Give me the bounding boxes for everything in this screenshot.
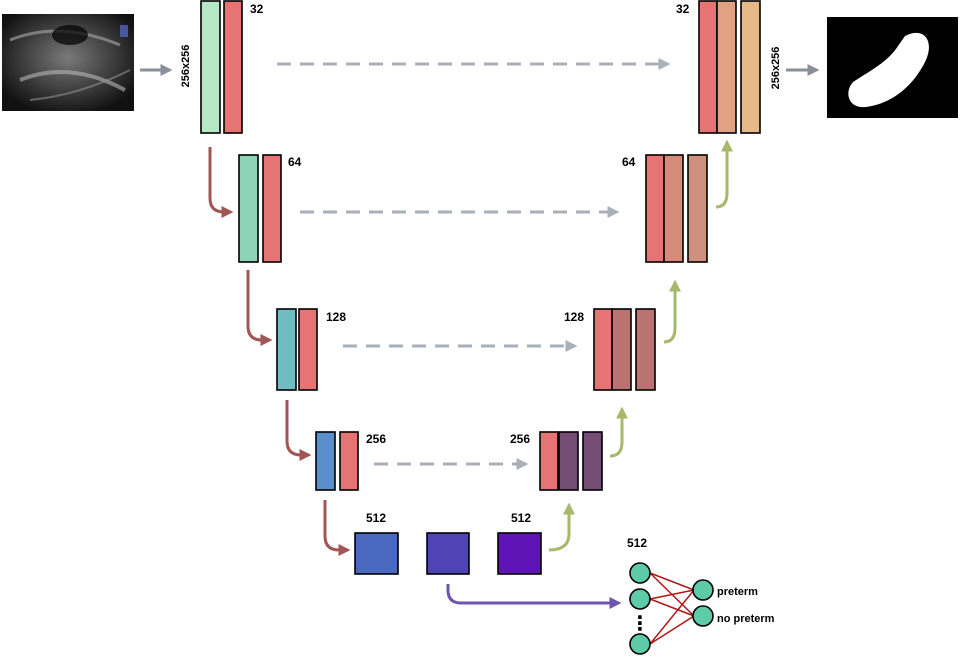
bottleneck-block-3 — [497, 532, 542, 575]
output-size-label: 256x256 — [770, 47, 782, 90]
dec4-skip-block — [539, 431, 559, 491]
input-image — [2, 14, 134, 111]
downsample-arrow-4 — [323, 500, 351, 556]
upsample-arrow-2 — [663, 279, 681, 344]
dec1-up-block — [716, 0, 737, 134]
bottleneck-left-channels: 512 — [366, 511, 386, 525]
dec3-up-block — [611, 308, 632, 391]
output-node-preterm — [692, 579, 714, 601]
enc3-out-block — [298, 308, 318, 391]
dec3-channels: 128 — [564, 310, 584, 324]
enc1-conv-block — [200, 0, 221, 134]
dec2-conv-block — [687, 154, 708, 263]
bottleneck-right-channels: 512 — [511, 511, 531, 525]
dec4-channels: 256 — [510, 432, 530, 446]
enc3-channels: 128 — [326, 310, 346, 324]
dec2-skip-block — [645, 154, 665, 263]
bottleneck-block-1 — [354, 532, 399, 575]
input-node-2 — [629, 588, 651, 610]
input-node-1 — [629, 562, 651, 584]
upsample-arrow-3 — [609, 406, 628, 458]
output-mask-image — [827, 17, 958, 118]
dec3-conv-block — [635, 308, 656, 391]
upsample-arrow-1 — [715, 139, 733, 209]
enc1-channels: 32 — [250, 2, 264, 16]
enc3-conv-block — [276, 308, 297, 391]
dec4-up-block — [558, 431, 579, 491]
enc2-out-block — [262, 154, 282, 263]
classifier-channels: 512 — [627, 536, 647, 550]
enc4-channels: 256 — [366, 432, 386, 446]
classifier-arrow — [446, 584, 622, 609]
output-label-preterm: preterm — [717, 586, 758, 598]
dec2-up-block — [663, 154, 684, 263]
dec1-conv-block — [740, 0, 761, 134]
enc2-conv-block — [238, 154, 259, 263]
downsample-arrow-1 — [208, 147, 234, 218]
bottleneck-block-2 — [426, 532, 470, 575]
dec2-channels: 64 — [622, 155, 636, 169]
enc1-out-block — [223, 0, 243, 134]
upsample-arrow-4 — [548, 502, 575, 552]
nodes-ellipsis: ⋮ — [630, 613, 650, 635]
enc2-channels: 64 — [288, 155, 302, 169]
dec1-channels: 32 — [676, 2, 690, 16]
enc4-out-block — [339, 431, 359, 491]
output-node-no-preterm — [692, 605, 714, 627]
dec1-skip-block — [698, 0, 718, 134]
downsample-arrow-2 — [246, 270, 273, 346]
dec4-conv-block — [582, 431, 603, 491]
downsample-arrow-3 — [285, 400, 312, 461]
input-size-label: 256x256 — [180, 45, 192, 88]
enc4-conv-block — [315, 431, 336, 491]
dec3-skip-block — [593, 308, 613, 391]
input-node-n — [629, 633, 651, 655]
classifier-connections — [649, 572, 695, 645]
output-label-no-preterm: no preterm — [717, 613, 775, 625]
